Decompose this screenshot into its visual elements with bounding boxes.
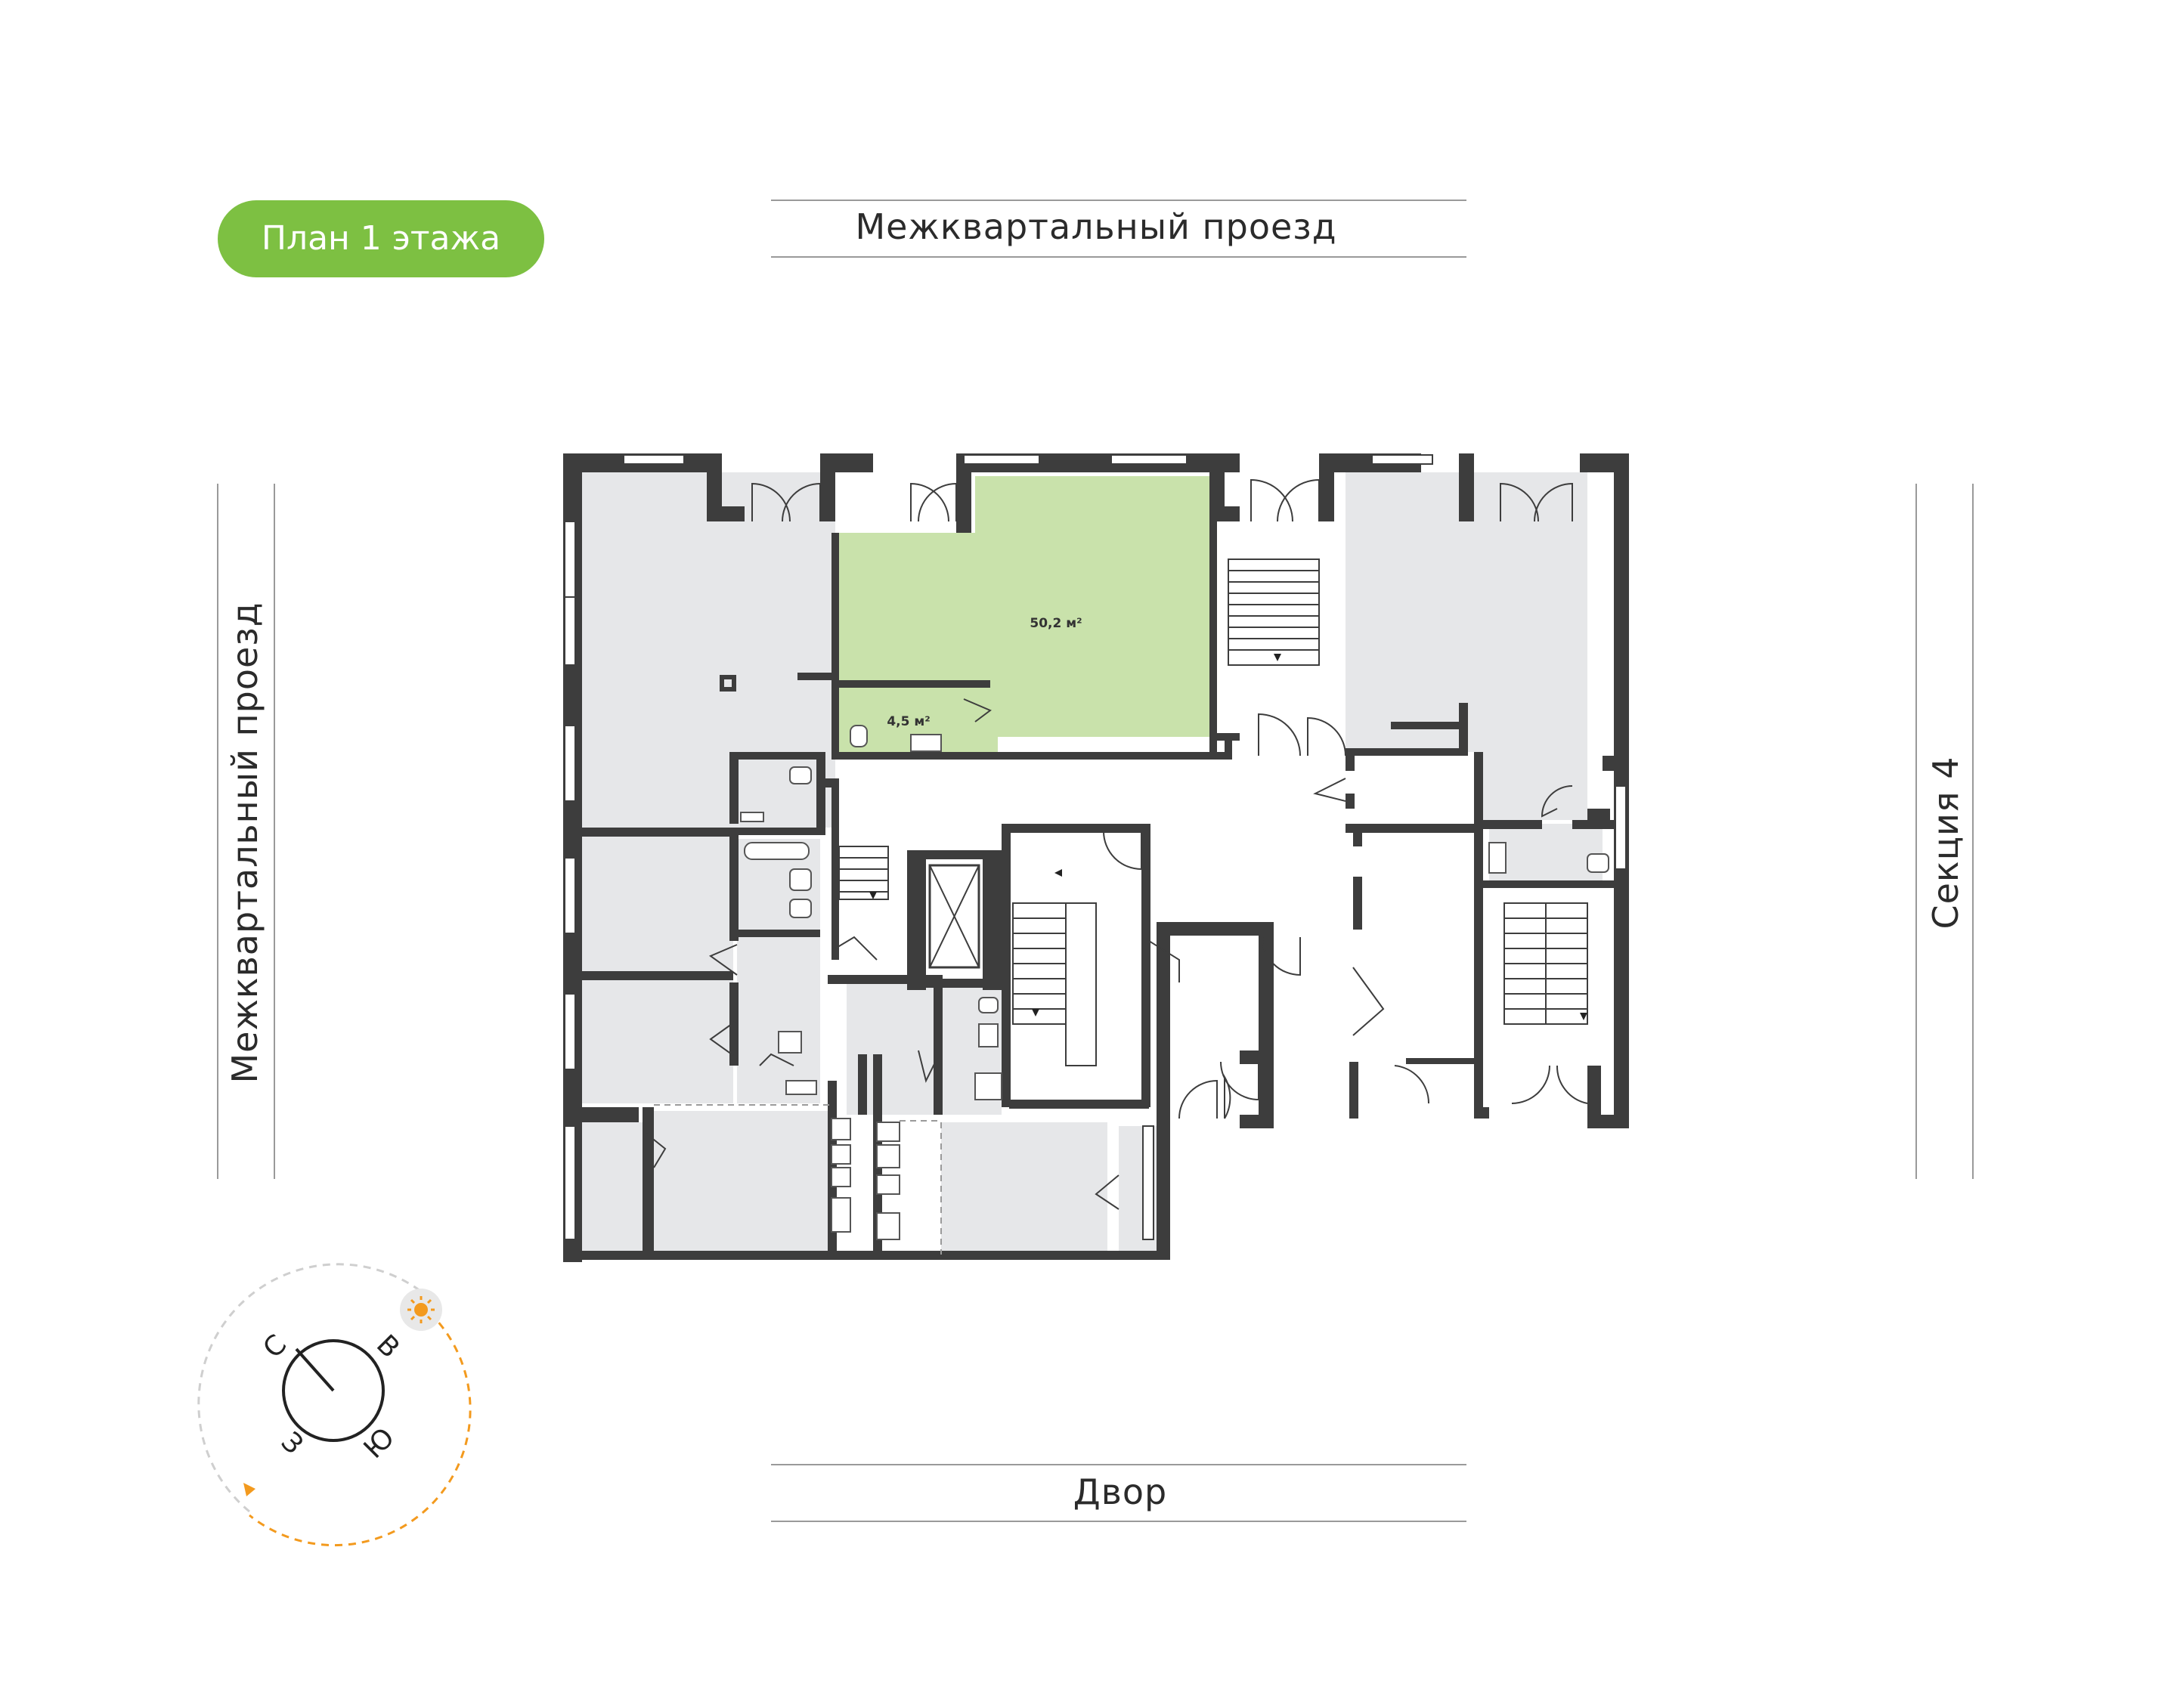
room-sw bbox=[654, 1111, 835, 1255]
street-top-label: Межквартальный проезд bbox=[855, 206, 1336, 247]
toilet-icon bbox=[789, 766, 812, 784]
room-sw-small bbox=[571, 1122, 643, 1255]
compass-orbit bbox=[197, 1263, 428, 1513]
unit-main-area: 50,2 м² bbox=[1030, 616, 1082, 631]
sun-icon bbox=[400, 1289, 442, 1331]
room-s-small bbox=[1119, 1126, 1163, 1255]
floor-plan: 50,2 м² 4,5 м² bbox=[563, 453, 1629, 1262]
room-ne-lower bbox=[1474, 748, 1587, 820]
dashed-lines bbox=[654, 1104, 942, 1255]
unit-bath-area: 4,5 м² bbox=[887, 714, 930, 729]
street-bottom-label: Двор bbox=[1073, 1471, 1167, 1512]
sun-path-arrow-icon bbox=[243, 1483, 255, 1496]
stairs bbox=[838, 559, 1588, 1066]
hall-w bbox=[737, 937, 820, 1103]
walls bbox=[563, 453, 1629, 1262]
floor-badge[interactable]: План 1 этажа bbox=[218, 200, 544, 277]
street-bottom: Двор bbox=[771, 1464, 1466, 1522]
street-left: Межквартальный проезд bbox=[217, 484, 275, 1179]
bath-ne bbox=[1489, 824, 1603, 884]
elevator-icon bbox=[928, 864, 980, 969]
street-top: Межквартальный проезд bbox=[771, 200, 1466, 258]
fixtures bbox=[740, 725, 1609, 1240]
windows bbox=[564, 454, 1627, 1240]
bathtub-icon bbox=[744, 842, 810, 860]
floor-badge-label: План 1 этажа bbox=[262, 219, 500, 258]
street-right-label: Секция 4 bbox=[1925, 757, 1966, 930]
compass-east: В bbox=[370, 1329, 405, 1364]
compass-needle bbox=[295, 1348, 335, 1392]
door-swings bbox=[646, 478, 1588, 1210]
room-w-1 bbox=[582, 835, 733, 971]
sun-path bbox=[249, 1302, 472, 1547]
street-left-label: Межквартальный проезд bbox=[225, 602, 265, 1083]
unit-toilet-icon bbox=[850, 725, 868, 747]
highlighted-unit[interactable]: 50,2 м² 4,5 м² bbox=[839, 476, 1209, 756]
room-s-mid bbox=[941, 1122, 1107, 1255]
floor-badge-bg bbox=[218, 200, 544, 277]
stair-arrows bbox=[869, 654, 1587, 1020]
compass-north: С bbox=[257, 1329, 293, 1364]
room-w-2 bbox=[582, 979, 733, 1103]
compass: С В Ю З bbox=[197, 1263, 472, 1547]
street-right: Секция 4 bbox=[1915, 484, 1974, 1179]
